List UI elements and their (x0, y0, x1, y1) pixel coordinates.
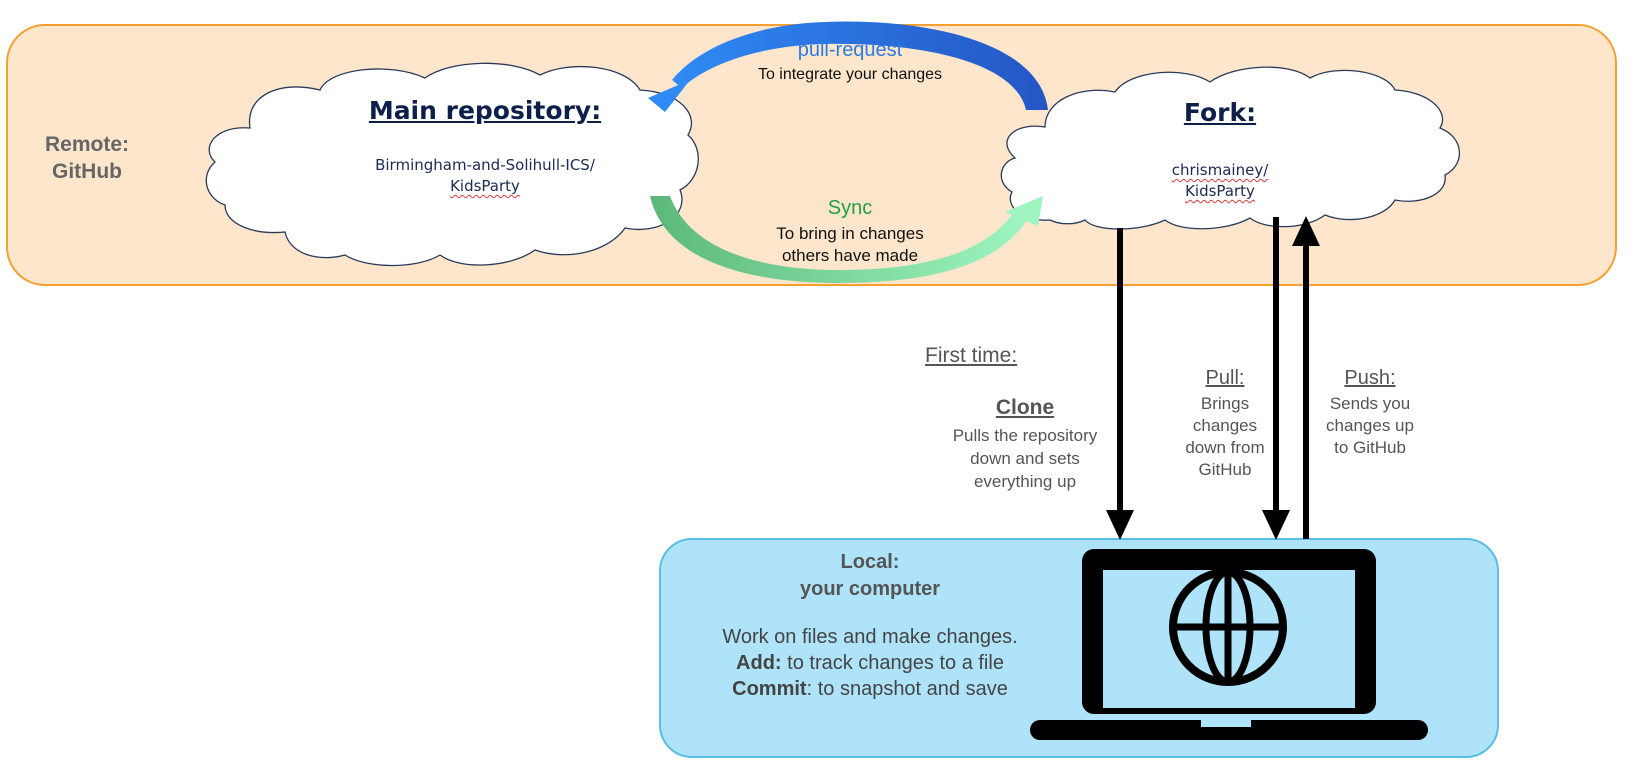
laptop-globe-icon (1030, 549, 1428, 740)
fork-name: chrismainey/ KidsParty (1110, 160, 1330, 202)
push-arrow (1292, 216, 1320, 539)
remote-label: Remote: GitHub (20, 131, 154, 185)
main-repo-owner: Birmingham-and-Solihull-ICS/ (375, 156, 595, 174)
clone-desc-line2: down and sets (970, 449, 1080, 468)
first-time-label: First time: (925, 344, 1018, 367)
local-add-line: Add: to track changes to a file (680, 650, 1060, 676)
push-desc: Sends you changes up to GitHub (1310, 393, 1430, 459)
sync-desc: To bring in changes others have made (700, 223, 1000, 267)
clone-desc-line1: Pulls the repository (952, 426, 1098, 445)
main-repo-name: Birmingham-and-Solihull-ICS/ KidsParty (300, 155, 670, 197)
sync-desc-line1: To bring in changes (776, 224, 924, 243)
push-title: Push: (1344, 367, 1396, 389)
fork-cloud (1000, 66, 1461, 230)
pull-arrow (1262, 217, 1290, 540)
pull-desc-line2: changes (1192, 416, 1258, 435)
sync-arrow (650, 196, 1043, 283)
pull-title: Pull: (1205, 367, 1245, 389)
commit-text: : to snapshot and save (806, 678, 1008, 700)
pull-request-desc: To integrate your changes (757, 66, 943, 83)
local-desc-line1: Work on files and make changes. (722, 626, 1018, 648)
remote-label-line1: Remote: (44, 133, 129, 156)
local-label-line2: your computer (799, 578, 941, 600)
local-label-line1: Local: (840, 551, 900, 573)
pull-request-arrow (648, 21, 1048, 112)
fork-title: Fork: (1183, 98, 1257, 127)
clone-desc: Pulls the repository down and sets every… (925, 424, 1125, 493)
pull-desc-line3: down from (1185, 438, 1265, 457)
fork-owner: chrismainey/ (1171, 161, 1269, 179)
clone-desc-line3: everything up (973, 472, 1077, 491)
clone-title: Clone (995, 396, 1055, 419)
clone-arrow (1106, 228, 1134, 540)
remote-label-line2: GitHub (52, 160, 122, 183)
push-desc-line3: to GitHub (1334, 438, 1406, 457)
sync-title: Sync (827, 197, 873, 219)
local-desc: Work on files and make changes. Add: to … (680, 624, 1060, 702)
fork-project: KidsParty (1185, 182, 1255, 200)
main-repo-cloud (205, 62, 699, 267)
local-label: Local: your computer (760, 549, 980, 603)
add-label: Add: (736, 652, 782, 674)
local-commit-line: Commit: to snapshot and save (680, 676, 1060, 702)
pull-desc: Brings changes down from GitHub (1165, 393, 1285, 481)
commit-label: Commit (732, 678, 807, 700)
main-repo-title: Main repository: (368, 96, 602, 125)
push-desc-line1: Sends you (1329, 394, 1411, 413)
add-text: to track changes to a file (781, 652, 1004, 674)
pull-desc-line4: GitHub (1198, 460, 1252, 479)
push-desc-line2: changes up (1326, 416, 1414, 435)
main-repo-project: KidsParty (450, 177, 520, 195)
pull-request-title: pull-request (797, 39, 903, 61)
sync-desc-line2: others have made (781, 246, 919, 265)
pull-desc-line1: Brings (1200, 394, 1250, 413)
